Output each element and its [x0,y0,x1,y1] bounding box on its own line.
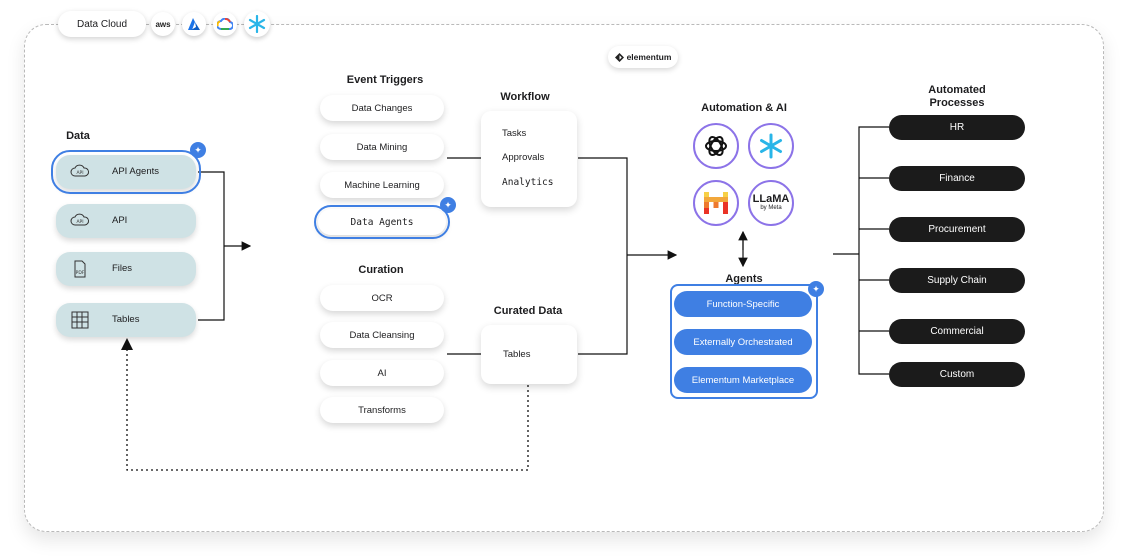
process-procurement[interactable]: Procurement [889,217,1025,242]
curation-ai[interactable]: AI [320,360,444,386]
workflow-item-tasks[interactable]: Tasks [502,128,527,139]
data-tile-label: API Agents [112,166,160,177]
mistral-logo-icon[interactable] [693,180,739,226]
api-cloud-icon: API [70,213,89,226]
agents-group [670,284,818,399]
curation-ocr[interactable]: OCR [320,285,444,311]
feedback-dotted-line [126,350,529,471]
llama-logo-icon[interactable]: LLaMA by Meta [748,180,794,226]
openai-logo-icon[interactable] [693,123,739,169]
curation-transforms[interactable]: Transforms [320,397,444,423]
data-tile-files[interactable]: PDF Files [56,252,196,286]
azure-logo-icon [182,12,206,36]
automated-processes-heading: Automated Processes [928,84,986,109]
data-heading: Data [66,130,90,142]
google-cloud-logo-icon [213,12,237,36]
data-tile-label: Tables [112,314,140,325]
agent-function-specific[interactable]: Function-Specific [674,291,812,317]
svg-text:PDF: PDF [76,270,85,276]
elementum-logo-icon [614,52,624,62]
agent-externally-orchestrated[interactable]: Externally Orchestrated [674,329,812,355]
process-hr[interactable]: HR [889,115,1025,140]
data-tile-api-agents[interactable]: API API Agents [51,150,201,194]
process-supply-chain[interactable]: Supply Chain [889,268,1025,293]
svg-text:API: API [76,219,83,225]
agent-sparkle-icon: ✦ [440,197,456,213]
aws-logo-icon: aws [151,12,175,36]
trigger-machine-learning[interactable]: Machine Learning [320,172,444,198]
data-tile-label: API [112,215,128,226]
feedback-arrowhead [121,338,133,350]
table-grid-icon [71,311,89,329]
workflow-item-analytics[interactable]: Analytics [502,177,554,188]
process-finance[interactable]: Finance [889,166,1025,191]
curation-data-cleansing[interactable]: Data Cleansing [320,322,444,348]
data-bracket [198,171,225,321]
agent-sparkle-icon: ✦ [808,281,824,297]
process-commercial[interactable]: Commercial [889,319,1025,344]
automation-ai-heading: Automation & AI [701,102,787,114]
curated-data-card: Tables [481,325,577,384]
elementum-badge: elementum [608,46,678,68]
curation-heading: Curation [358,264,404,276]
snowflake-ai-logo-icon[interactable] [748,123,794,169]
api-cloud-icon: API [70,164,89,177]
trigger-data-changes[interactable]: Data Changes [320,95,444,121]
workflow-item-approvals[interactable]: Approvals [502,152,545,163]
data-tile-label: Files [112,263,133,274]
data-cloud-pill[interactable]: Data Cloud [58,11,146,37]
svg-text:API: API [76,170,83,176]
snowflake-logo-icon [244,11,270,37]
curated-data-heading: Curated Data [493,305,563,317]
agent-elementum-marketplace[interactable]: Elementum Marketplace [674,367,812,393]
event-triggers-heading: Event Triggers [346,74,424,86]
agent-sparkle-icon: ✦ [190,142,206,158]
trigger-data-mining[interactable]: Data Mining [320,134,444,160]
workflow-bracket [578,157,628,355]
agents-heading: Agents [725,273,763,285]
workflow-card: Tasks Approvals Analytics [481,111,577,207]
process-custom[interactable]: Custom [889,362,1025,387]
processes-bracket [858,126,889,375]
data-tile-api[interactable]: API API [56,204,196,238]
trigger-data-agents[interactable]: Data Agents [314,205,450,239]
workflow-heading: Workflow [500,91,550,103]
pdf-file-icon: PDF [74,260,86,278]
curated-item-tables[interactable]: Tables [503,349,531,360]
data-tile-tables[interactable]: Tables [56,303,196,337]
